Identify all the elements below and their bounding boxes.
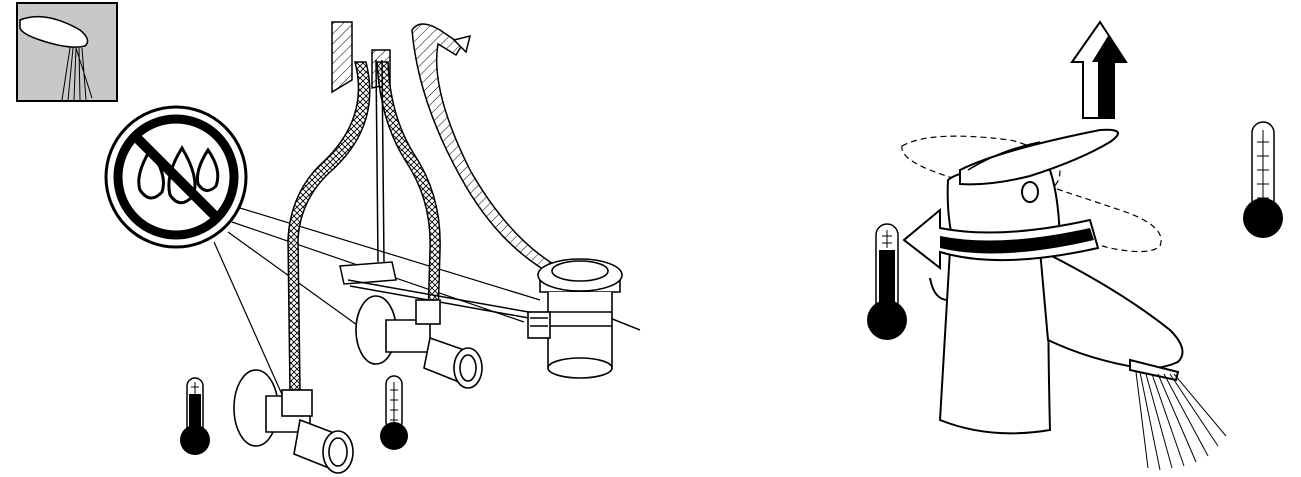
pop-up-waste [527,258,623,379]
angle-valve-hot [233,369,354,474]
thermometer-hot-left [180,377,210,455]
thermometer-cold-mid [380,375,408,450]
mixer-tap-body [929,248,1184,435]
thermometer-hot-right-panel [867,223,907,340]
operation-panel [867,20,1283,471]
water-stream [1135,371,1227,471]
lift-rod [339,59,641,331]
angle-valve-cold [355,295,483,389]
installation-panel [16,2,641,474]
rotation-arrow-icon [902,207,1100,271]
mounting-rod [411,23,562,277]
no-water-drops-icon [104,105,248,249]
spray-outlet-icon [16,2,118,102]
arrow-up-icon [1070,20,1128,119]
thermometer-cold-right-panel [1243,121,1283,238]
